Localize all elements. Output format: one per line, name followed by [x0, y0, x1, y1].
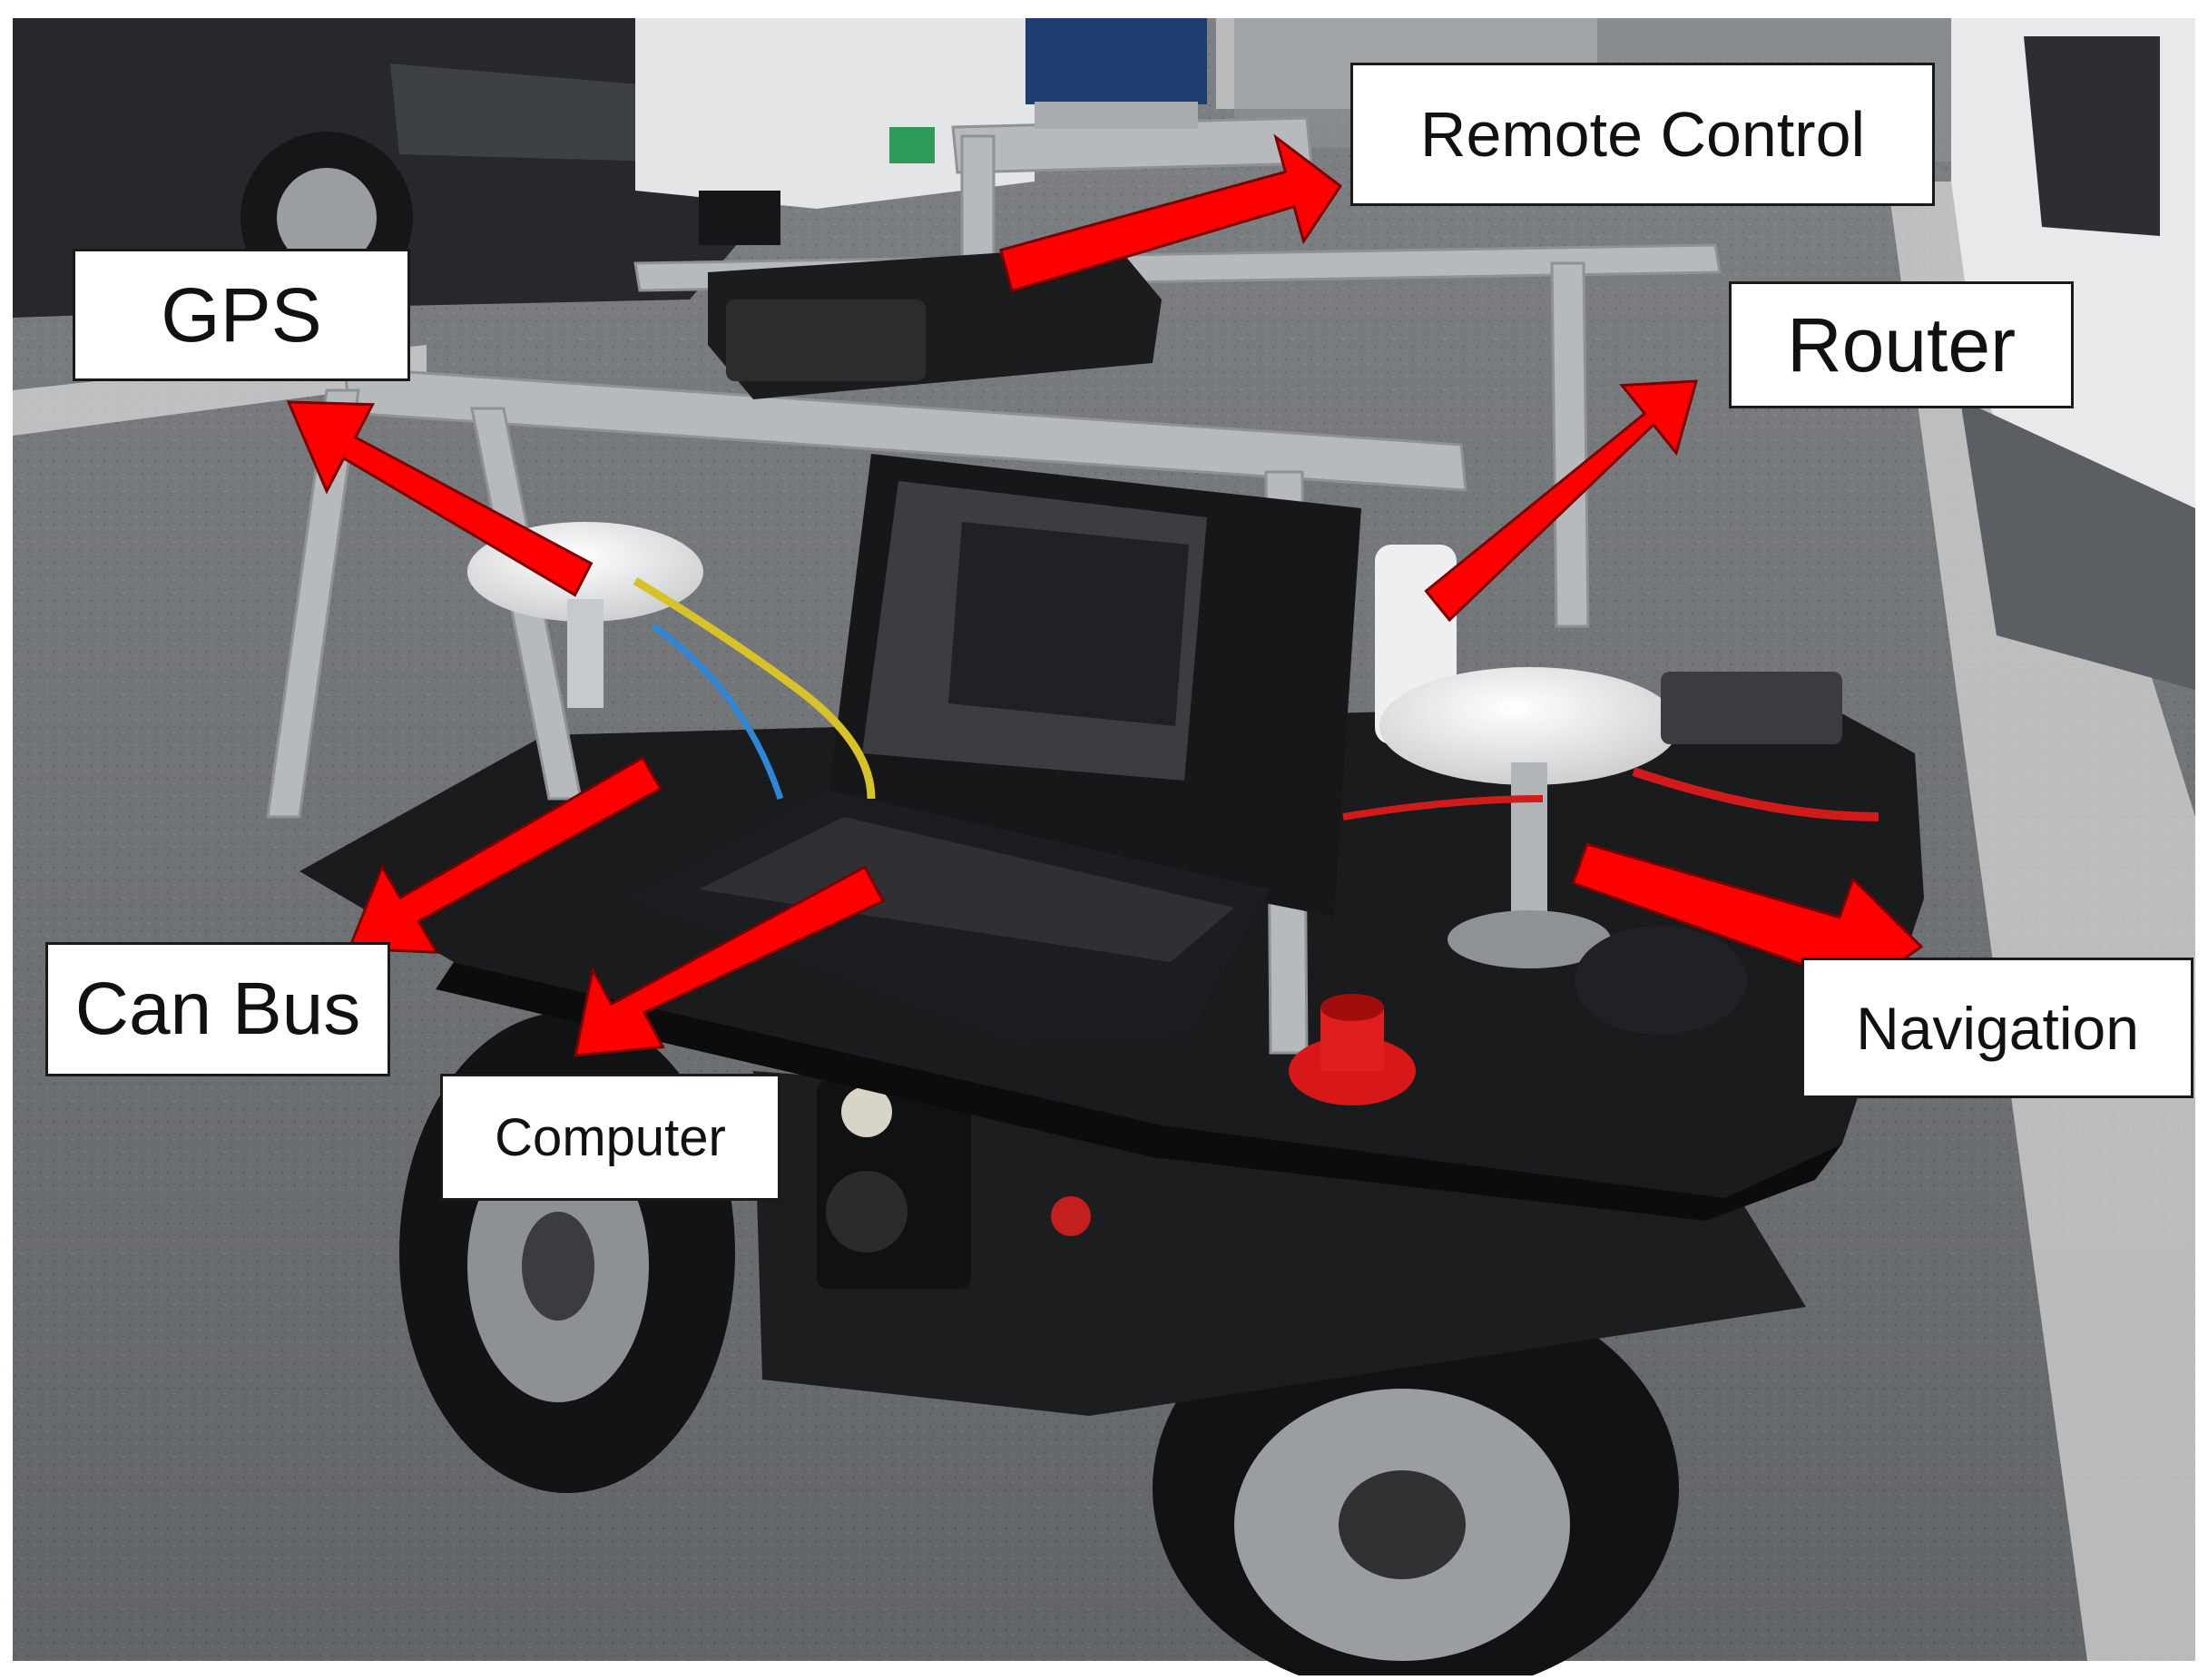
label-can-bus-text: Can Bus	[74, 968, 361, 1050]
label-computer: Computer	[440, 1074, 780, 1201]
arrow-can-bus	[347, 755, 662, 954]
label-remote-control: Remote Control	[1350, 63, 1935, 206]
label-gps: GPS	[73, 249, 410, 381]
arrow-computer	[574, 865, 886, 1057]
navigation-antenna	[1379, 667, 1679, 968]
laptop-computer	[626, 454, 1361, 1044]
label-computer-text: Computer	[495, 1107, 726, 1167]
robot-vehicle	[266, 18, 1924, 1680]
label-gps-text: GPS	[161, 271, 322, 358]
label-remote-control-text: Remote Control	[1419, 99, 1866, 170]
label-navigation-text: Navigation	[1856, 994, 2139, 1062]
mouse	[1575, 926, 1747, 1035]
remote-control-unit	[699, 191, 1162, 399]
arrow-gps	[286, 400, 594, 597]
label-router: Router	[1729, 281, 2074, 408]
emergency-stop-button	[1289, 994, 1416, 1105]
label-can-bus: Can Bus	[45, 942, 390, 1076]
label-router-text: Router	[1786, 301, 2017, 388]
arrow-router	[1424, 379, 1699, 623]
label-navigation: Navigation	[1801, 958, 2193, 1098]
arrow-remote-control	[998, 133, 1343, 293]
